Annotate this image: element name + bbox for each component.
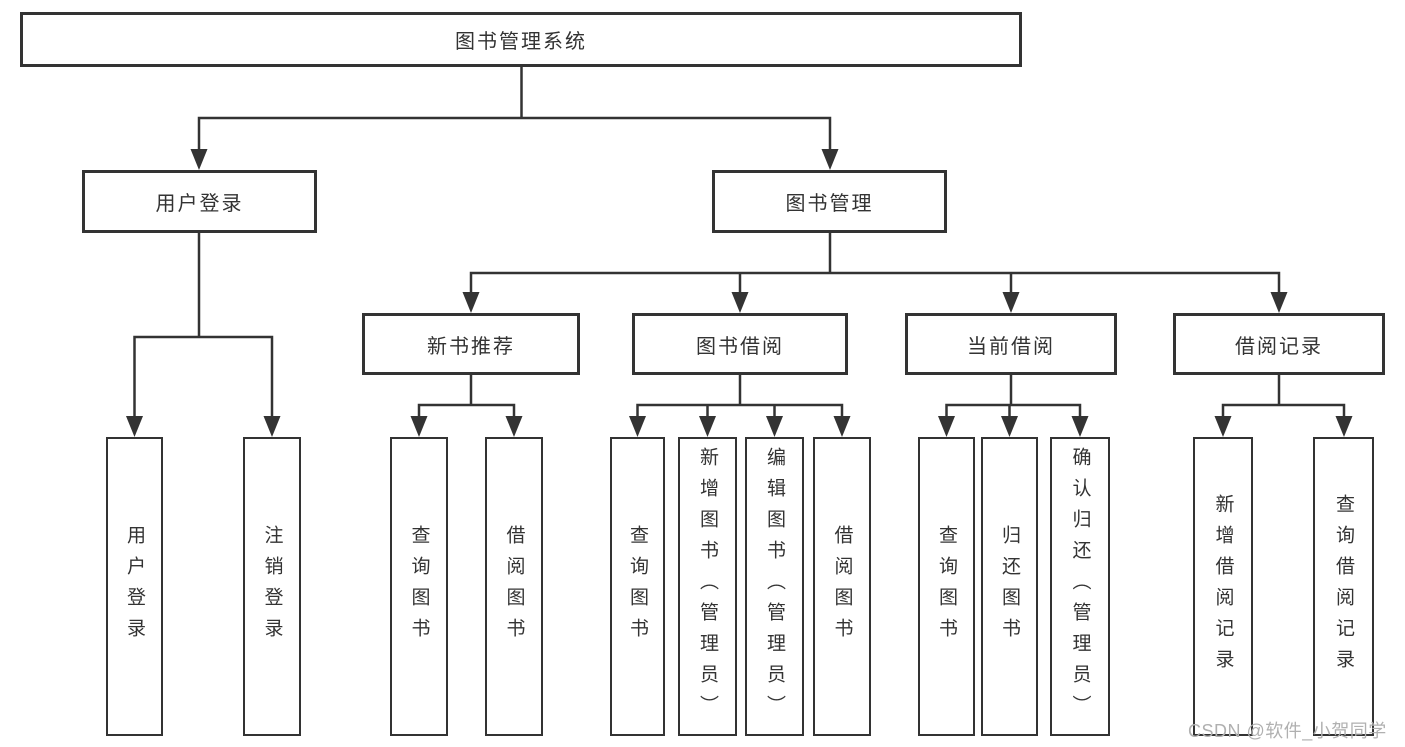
node-book-management: 图书管理 <box>712 170 947 233</box>
node-add-borrow-record: 新增借阅记录 <box>1193 437 1253 736</box>
node-confirm-return-admin: 确认归还（管理员） <box>1050 437 1110 736</box>
csdn-watermark: CSDN @软件_小贺同学 <box>1188 721 1387 741</box>
node-return-book: 归还图书 <box>981 437 1038 736</box>
node-label: 用户登录 <box>124 524 145 649</box>
node-book-borrowing: 图书借阅 <box>632 313 848 375</box>
node-user-login: 用户登录 <box>82 170 317 233</box>
node-query-borrow-record: 查询借阅记录 <box>1313 437 1374 736</box>
node-label: 查询借阅记录 <box>1333 493 1354 680</box>
arrowheads <box>126 149 1353 437</box>
node-label: 查询图书 <box>936 524 957 649</box>
node-edit-book-admin: 编辑图书（管理员） <box>745 437 804 736</box>
node-label: 图书管理系统 <box>455 31 587 53</box>
node-borrow-books-recommend: 借阅图书 <box>485 437 543 736</box>
node-label: 确认归还（管理员） <box>1069 447 1091 726</box>
node-label: 当前借阅 <box>967 335 1055 358</box>
node-borrow-records: 借阅记录 <box>1173 313 1385 375</box>
node-query-books-current: 查询图书 <box>918 437 975 736</box>
node-label: 借阅记录 <box>1235 335 1323 358</box>
node-label: 新书推荐 <box>427 335 515 358</box>
node-query-books-borrowing: 查询图书 <box>610 437 665 736</box>
node-label: 新增借阅记录 <box>1212 493 1234 680</box>
node-user-login-leaf: 用户登录 <box>106 437 163 736</box>
node-borrow-books-borrowing: 借阅图书 <box>813 437 871 736</box>
node-label: 归还图书 <box>999 524 1020 649</box>
node-label: 查询图书 <box>408 524 430 649</box>
node-label: 编辑图书（管理员） <box>764 447 785 726</box>
node-label: 借阅图书 <box>503 524 525 649</box>
node-library-management-system: 图书管理系统 <box>20 12 1022 67</box>
node-label: 注销登录 <box>261 524 283 649</box>
node-label: 图书管理 <box>785 193 874 215</box>
node-label: 借阅图书 <box>831 524 853 649</box>
node-add-book-admin: 新增图书（管理员） <box>678 437 737 736</box>
node-label: 查询图书 <box>627 524 648 649</box>
node-logout: 注销登录 <box>243 437 301 736</box>
node-label: 图书借阅 <box>696 335 784 358</box>
node-new-book-recommend: 新书推荐 <box>362 313 580 375</box>
node-query-books-recommend: 查询图书 <box>390 437 448 736</box>
node-current-borrowing: 当前借阅 <box>905 313 1117 375</box>
node-label: 新增图书（管理员） <box>697 447 718 726</box>
node-label: 用户登录 <box>155 193 244 215</box>
